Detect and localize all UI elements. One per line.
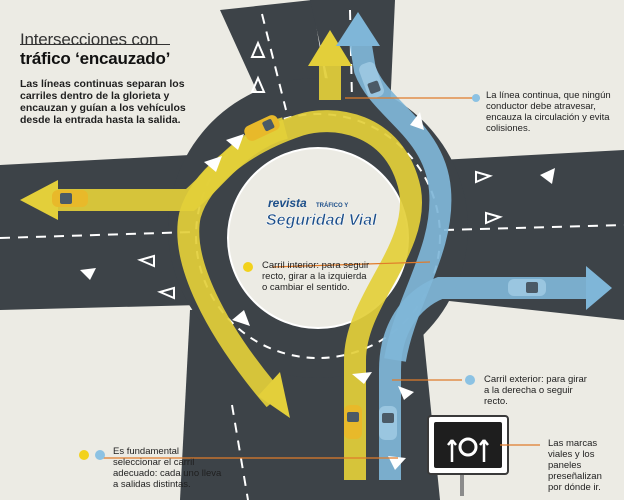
yellow-dot [243,262,253,272]
logo-line-1: revista [268,196,307,210]
title-line-1: Intersecciones con [20,30,159,49]
car-icon [359,62,384,99]
inner-lane-path [55,60,423,480]
outer-lane-arrowheads [336,12,612,310]
note-continuous-line: La línea continua, que ningún conductor … [486,90,611,134]
car-icon [52,190,88,207]
car-icon [508,279,546,296]
car-icon [379,406,397,440]
blue-dot [472,94,480,102]
road-arrows [80,112,555,470]
note-inner-lane: Carril interior: para seguir recto, gira… [262,260,370,293]
blue-dot [95,450,105,460]
blue-dot [465,375,475,385]
yellow-dot [79,450,89,460]
intro-text: Las líneas continuas separan los carrile… [20,78,186,126]
arm-lane-markings [0,9,624,500]
note-outer-lane: Carril exterior: para girar a la derecha… [484,374,587,407]
note-road-marks: Las marcas viales y los paneles preseñal… [548,438,602,493]
title-line-2: tráfico ‘encauzado’ [20,49,171,68]
inner-lane-arrowheads [20,30,352,418]
yield-triangles [137,40,503,300]
logo-line-2: TRÁFICO Y [316,202,348,209]
title-rule [20,44,170,45]
note-lane-choice: Es fundamental seleccionar el carril ade… [113,446,222,490]
central-island [228,148,408,328]
car-icon [344,405,362,439]
car-icon [244,115,280,141]
callout-lines [100,97,540,459]
logo-line-3: Seguridad Vial [266,212,377,229]
magazine-logo: revista TRÁFICO Y Seguridad Vial [266,196,377,229]
roundabout-sign-icon [427,415,509,496]
